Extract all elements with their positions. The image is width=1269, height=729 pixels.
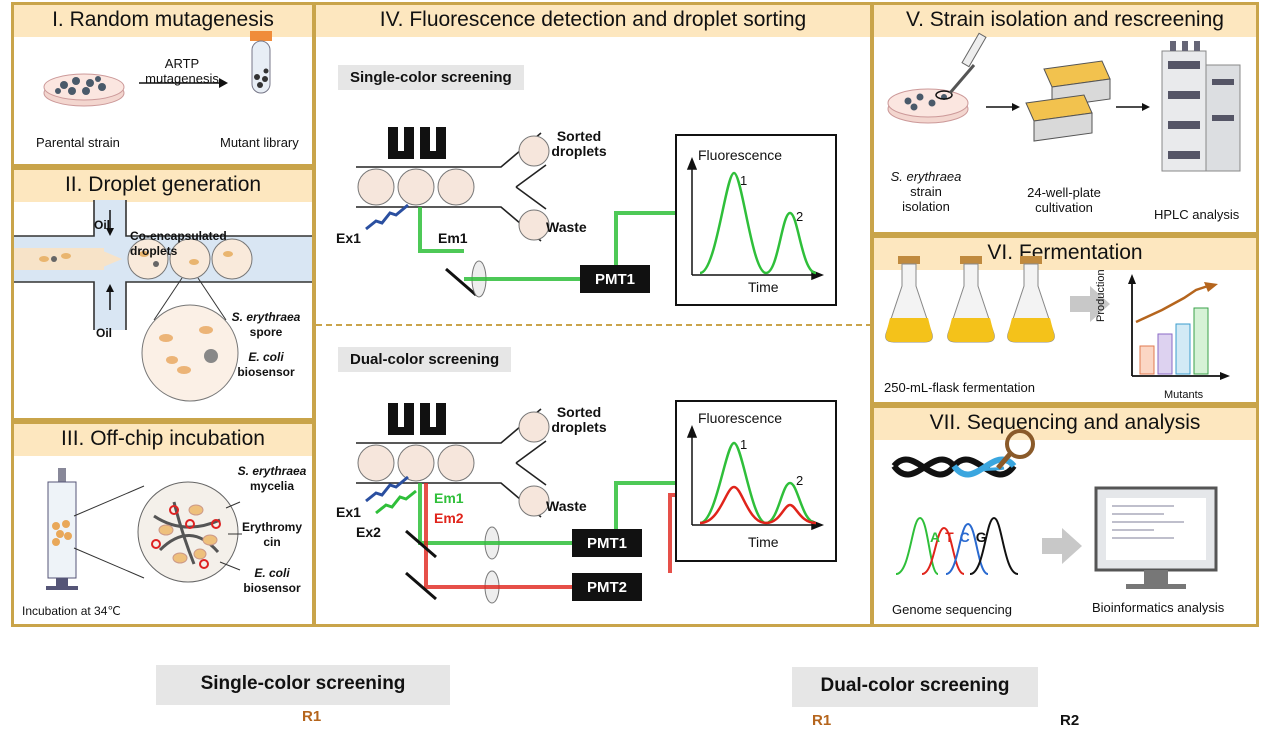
peak-1-label: 1 [740,173,748,188]
peak-1-label: 1 [740,437,748,452]
plot-title: Fluorescence [698,147,783,163]
oil-top-label: Oil [94,218,111,232]
r2-label: R2 [1060,712,1080,729]
plot-xlabel: Time [748,279,779,295]
hplc-caption: HPLC analysis [1154,207,1240,222]
panel-title: I. Random mutagenesis [14,5,312,37]
flask-icon [1007,256,1055,343]
fermentation-caption: 250-mL-flask fermentation [884,380,1036,395]
waste-label: Waste [546,219,587,235]
well-plate-icon [1025,60,1111,142]
pmt1-box: PMT1 [594,271,635,288]
oil-bottom-label: Oil [96,326,113,340]
panel-fermentation: VI. Fermentation 250-mL-flask fermentati… [871,235,1259,405]
ex1-label: Ex1 [336,504,361,520]
em1-label: Em1 [438,230,468,246]
peak-2-label: 2 [796,209,804,224]
droplet-generation-illustration [14,200,312,402]
panel-title: V. Strain isolation and rescreening [874,5,1256,37]
dual-color-label: Dual-color screening [338,347,512,372]
single-color-label: Single-color screening [338,65,524,90]
genome-sequencing-caption: Genome sequencing [892,602,1012,617]
panel-title: VI. Fermentation [874,238,1256,270]
hplc-icon [1161,41,1241,172]
em1-label: Em1 [434,490,464,506]
mutant-library-caption: Mutant library [220,135,299,150]
em2-label: Em2 [434,510,464,526]
panel-fluorescence-sorting: IV. Fluorescence detection and droplet s… [313,2,873,627]
incubation-illustration [46,468,242,590]
panel-title: VII. Sequencing and analysis [874,408,1256,440]
plot-title: Fluorescence [698,410,783,426]
bottom-single-label: Single-color screening [156,665,450,705]
sequencing-illustration [891,429,1218,589]
panel-title: II. Droplet generation [14,170,312,202]
peak-2-label: 2 [796,473,804,488]
petri-dish-icon [43,73,125,107]
r1-label: R1 [302,708,322,725]
ex1-label: Ex1 [336,230,361,246]
panel-sequencing: VII. Sequencing and analysis ATCG Genome… [871,405,1259,627]
sorting-illustration [316,127,870,604]
dna-icon [891,456,1017,478]
mutants-axis-label: Mutants [1164,389,1204,401]
incubation-caption: Incubation at 34℃ [22,604,121,618]
bioinformatics-caption: Bioinformatics analysis [1092,600,1225,615]
waste-label: Waste [546,498,587,514]
r1-label: R1 [812,712,832,729]
plot-xlabel: Time [748,534,779,550]
flask-icon [885,256,933,343]
bases-label: ATCG [930,529,993,545]
flask-icon [947,256,995,343]
pmt2-box: PMT2 [586,579,627,596]
syringe-icon [46,468,78,590]
bottom-dual-label: Dual-color screening [792,667,1038,707]
pmt1-box: PMT1 [586,535,627,552]
magnifier-icon [996,429,1035,470]
production-axis-label: Production [1095,269,1107,322]
fermentation-illustration [885,256,1230,380]
panel-strain-isolation: V. Strain isolation and rescreening S. e… [871,2,1259,235]
test-tube-icon [250,31,272,94]
mutagenesis-illustration [43,31,272,107]
panel-title: III. Off-chip incubation [14,424,312,456]
isolation-illustration [887,32,1241,172]
monitor-icon [1094,486,1218,589]
ex2-label: Ex2 [356,524,381,540]
parental-strain-caption: Parental strain [36,135,120,150]
panel-title: IV. Fluorescence detection and droplet s… [316,5,870,37]
